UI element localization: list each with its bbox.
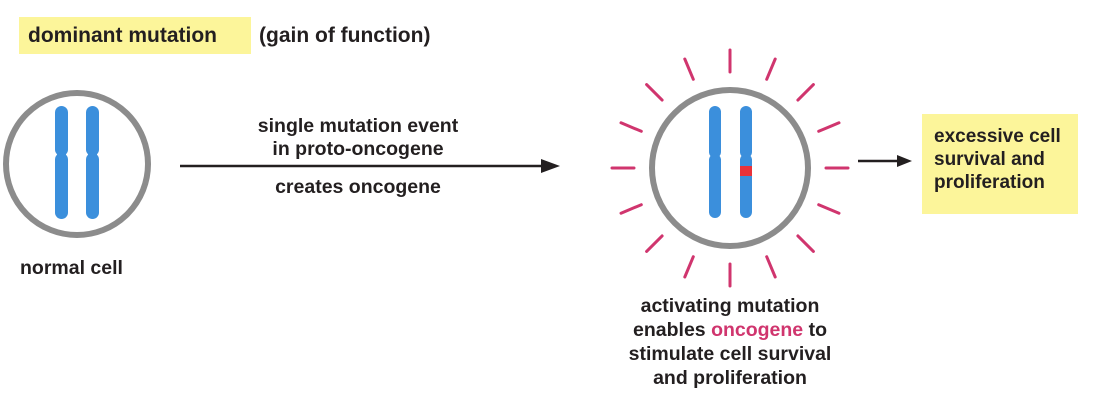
mutant-caption-line3: stimulate cell survival: [628, 343, 832, 365]
normal-cell-chromosome-left: [55, 106, 68, 219]
title-subtitle: (gain of function): [259, 24, 431, 47]
normal-cell-label: normal cell: [20, 257, 123, 279]
result-line3: proliferation: [934, 172, 1045, 193]
activation-ray: [796, 83, 815, 102]
event-label-line1: single mutation event: [257, 115, 459, 137]
activation-ray: [619, 203, 643, 215]
mutant-cell: [649, 87, 811, 249]
oncogene-highlight: oncogene: [711, 319, 804, 341]
normal-cell-membrane: [3, 90, 151, 238]
mutant-caption-line4: and proliferation: [653, 367, 807, 389]
mutant-caption-line1: activating mutation: [640, 295, 820, 317]
normal-cell-chromosome-right: [86, 106, 99, 219]
result-arrow: [858, 155, 912, 167]
mutant-cell-chromosome-right: [740, 106, 752, 218]
activation-ray: [683, 57, 695, 81]
activation-ray: [765, 255, 777, 279]
activation-ray: [683, 255, 695, 279]
activation-ray: [817, 203, 841, 215]
activation-rays: [610, 48, 850, 288]
mutant-cell-chromosome-left: [709, 106, 721, 218]
mutant-caption-line2: enables oncogene to: [590, 319, 870, 342]
mutant-caption-line2-pre: enables: [633, 319, 712, 341]
activation-ray: [796, 234, 815, 253]
mutation-arrow: [180, 159, 560, 173]
mutation-band: [740, 166, 752, 176]
normal-cell: [3, 90, 151, 238]
activation-ray: [765, 57, 777, 81]
result-line1: excessive cell: [934, 126, 1061, 147]
mutant-caption-line2-post: to: [803, 319, 827, 341]
result-line2: survival and: [934, 149, 1045, 170]
result-highlight: [922, 114, 1078, 214]
activation-ray: [645, 83, 664, 102]
event-label-line2: in proto-oncogene: [272, 138, 444, 160]
activation-ray: [619, 121, 643, 133]
mutant-cell-membrane: [649, 87, 811, 249]
activation-ray: [645, 234, 664, 253]
event-label-line3: creates oncogene: [275, 176, 441, 198]
activation-ray: [817, 121, 841, 133]
title-main: dominant mutation: [28, 24, 217, 47]
title-highlight: [19, 17, 251, 54]
